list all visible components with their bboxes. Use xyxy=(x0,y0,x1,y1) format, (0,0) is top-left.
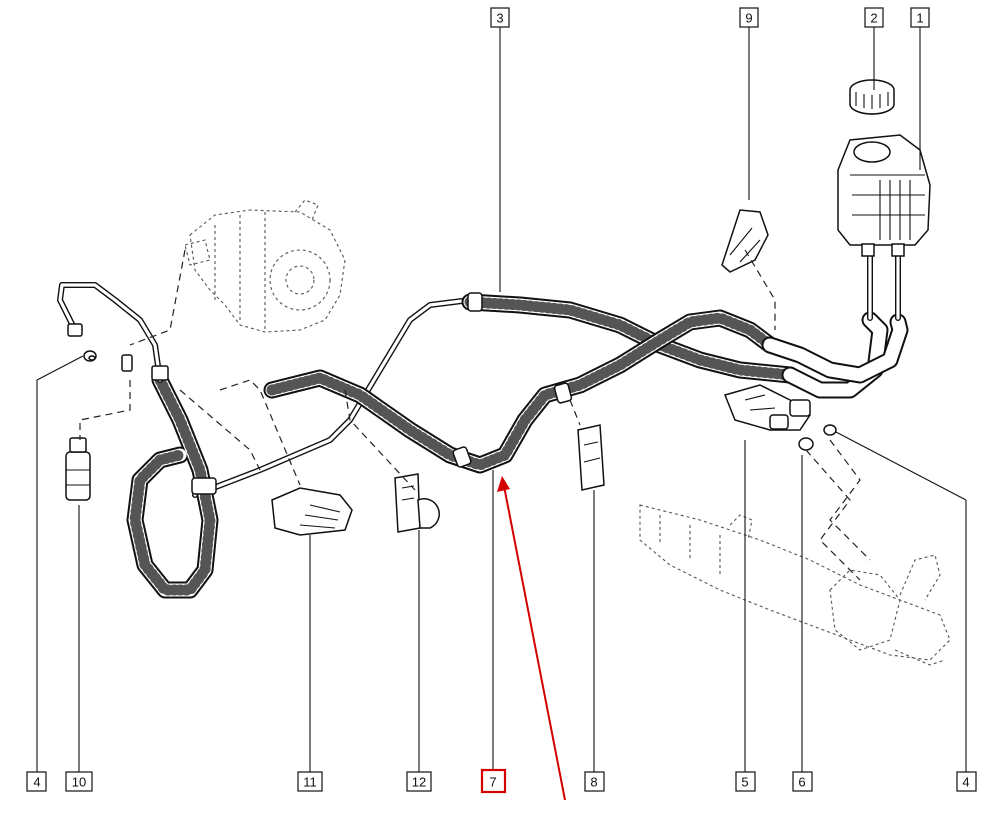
callout-7-highlighted: 7 xyxy=(480,768,507,794)
callout-1: 1 xyxy=(910,7,930,28)
union-fittings-5 xyxy=(723,384,812,431)
reservoir-cap xyxy=(849,79,895,115)
callout-label: 1 xyxy=(916,11,923,26)
o-rings xyxy=(83,350,837,451)
callout-label: 7 xyxy=(489,775,496,790)
callout-label: 3 xyxy=(496,11,503,26)
assembly-guides xyxy=(79,249,871,581)
callout-8: 8 xyxy=(584,771,605,792)
fluid-reservoir xyxy=(837,134,931,257)
hose-7-high-pressure xyxy=(263,292,779,474)
clip-12 xyxy=(394,473,440,533)
callout-6: 6 xyxy=(792,771,813,792)
callout-11: 11 xyxy=(297,771,323,792)
callout-4-right: 4 xyxy=(956,771,977,792)
callout-4-left: 4 xyxy=(26,771,47,792)
callout-label: 9 xyxy=(745,11,752,26)
return-pipe-thin xyxy=(192,297,473,498)
callout-12: 12 xyxy=(406,771,432,792)
bracket-9 xyxy=(721,209,769,273)
leader-lines xyxy=(36,27,967,772)
callout-label: 4 xyxy=(33,775,40,790)
callout-3: 3 xyxy=(490,7,510,28)
bracket-11 xyxy=(271,487,353,536)
callout-label: 10 xyxy=(72,775,86,790)
callout-label: 11 xyxy=(303,775,317,790)
steering-rack-ghost-outline xyxy=(639,504,951,666)
callout-9: 9 xyxy=(739,7,759,28)
clip-8 xyxy=(577,424,605,491)
callout-label: 6 xyxy=(798,775,805,790)
hose-loop-left xyxy=(126,371,219,599)
callout-label: 12 xyxy=(412,775,426,790)
callout-label: 5 xyxy=(741,775,748,790)
metal-pipe-left xyxy=(57,282,169,383)
callout-5: 5 xyxy=(735,771,756,792)
callout-2: 2 xyxy=(864,7,884,28)
callout-label: 2 xyxy=(870,11,877,26)
callout-label: 8 xyxy=(590,775,597,790)
pressure-switch-10 xyxy=(65,437,91,501)
reservoir-hoses xyxy=(761,252,909,399)
callout-10: 10 xyxy=(65,771,93,792)
hose-3-upper xyxy=(461,293,799,384)
pump-ghost-outline xyxy=(184,199,346,333)
callout-label: 4 xyxy=(962,775,969,790)
red-annotation-arrow xyxy=(497,476,566,801)
